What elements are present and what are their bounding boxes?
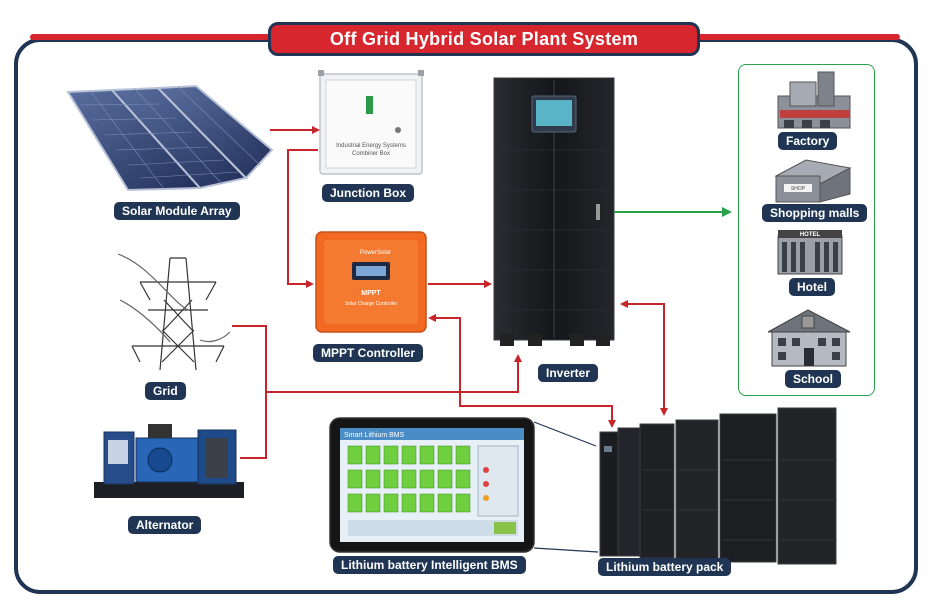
label-grid: Grid — [145, 382, 186, 400]
label-alternator: Alternator — [128, 516, 201, 534]
label-lithium-battery-pack: Lithium battery pack — [598, 558, 731, 576]
svg-text:PowerSolar: PowerSolar — [360, 250, 391, 256]
inverter-battery-arrow — [622, 304, 664, 414]
svg-text:SHOP: SHOP — [791, 186, 806, 192]
junction-to-mppt-arrow — [288, 150, 318, 284]
junction-box-icon: Industrial Energy Systems Combiner Box — [318, 70, 424, 174]
label-factory: Factory — [778, 132, 837, 150]
label-school: School — [785, 370, 841, 388]
label-lithium-bms: Lithium battery Intelligent BMS — [333, 556, 526, 574]
hotel-icon: HOTEL — [778, 230, 842, 274]
school-icon — [768, 310, 850, 366]
connection-flows — [232, 130, 730, 458]
inverter-cabinet-icon — [494, 78, 614, 346]
solar-panel-icon — [68, 86, 272, 190]
label-solar-module-array: Solar Module Array — [114, 202, 240, 220]
bms-callout — [534, 422, 598, 552]
label-hotel: Hotel — [789, 278, 835, 296]
bms-display-icon: Smart Lithium BMS — [330, 418, 534, 552]
grid-tower-icon — [118, 254, 230, 370]
svg-text:HOTEL: HOTEL — [800, 232, 821, 238]
svg-text:Combiner Box: Combiner Box — [352, 151, 390, 157]
factory-icon — [778, 72, 850, 128]
mppt-controller-icon: PowerSolar MPPT Solar Charge Controller — [316, 232, 426, 332]
label-mppt-controller: MPPT Controller — [313, 344, 423, 362]
label-inverter: Inverter — [538, 364, 598, 382]
label-shopping-malls: Shopping malls — [762, 204, 867, 222]
shopping-mall-icon: SHOP — [776, 160, 850, 202]
svg-text:Solar Charge Controller: Solar Charge Controller — [345, 301, 398, 307]
alternator-generator-icon — [94, 424, 244, 498]
svg-text:MPPT: MPPT — [361, 290, 381, 297]
svg-text:Industrial Energy Systems: Industrial Energy Systems — [336, 143, 406, 149]
battery-pack-icon — [600, 408, 836, 564]
label-junction-box: Junction Box — [322, 184, 414, 202]
svg-text:Smart Lithium BMS: Smart Lithium BMS — [344, 432, 405, 439]
